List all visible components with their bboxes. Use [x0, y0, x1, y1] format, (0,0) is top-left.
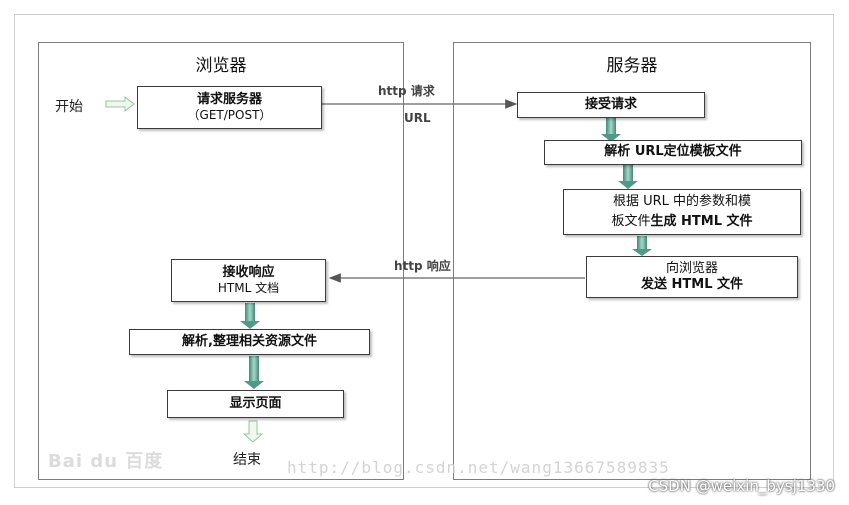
response-label: http 响应: [394, 259, 451, 273]
send-html-line1: 向浏览器: [665, 260, 718, 276]
receive-response-box: 接收响应 HTML 文档: [171, 259, 326, 302]
parse-url-box: 解析 URL定位模板文件: [544, 140, 802, 165]
server-title: 服务器: [606, 56, 658, 76]
accept-request-text: 接受请求: [584, 96, 637, 112]
display-page-text: 显示页面: [229, 395, 282, 411]
start-arrow: [105, 95, 135, 113]
csdn-credit: CSDN @weixin_bysj1330: [648, 477, 835, 495]
send-html-line2: 发送 HTML 文件: [640, 277, 744, 292]
end-label: 结束: [233, 452, 261, 468]
generate-html-box: 根据 URL 中的参数和模 板文件生成 HTML 文件: [563, 189, 801, 235]
accept-request-box: 接受请求: [517, 92, 705, 118]
flow-arrow-display-to-end: [242, 420, 264, 443]
display-page-box: 显示页面: [167, 390, 344, 418]
receive-response-title: 接收响应: [222, 264, 275, 280]
start-label: 开始: [55, 99, 83, 115]
parse-url-text: 解析 URL定位模板文件: [604, 144, 742, 160]
send-html-box: 向浏览器 发送 HTML 文件: [586, 256, 798, 298]
request-server-box: 请求服务器 （GET/POST）: [137, 86, 322, 129]
url-label: URL: [404, 111, 431, 125]
generate-html-line1: 根据 URL 中的参数和模: [612, 193, 752, 209]
parse-resources-box: 解析,整理相关资源文件: [129, 329, 370, 355]
parse-resources-text: 解析,整理相关资源文件: [182, 333, 317, 349]
browser-title: 浏览器: [195, 56, 247, 76]
flow-arrow-receive-to-parse: [240, 303, 260, 329]
request-method: （GET/POST）: [187, 108, 272, 123]
baidu-watermark: Bai du 百度: [48, 451, 164, 472]
request-server-title: 请求服务器: [196, 91, 262, 107]
receive-response-doc: HTML 文档: [217, 281, 280, 296]
generate-html-line2: 板文件生成 HTML 文件: [611, 210, 752, 230]
request-label: http 请求: [378, 84, 435, 98]
generate-html-line2-bold: 生成 HTML 文件: [650, 214, 753, 229]
flow-arrow-parse-to-display: [244, 356, 264, 389]
flow-arrow-accept-to-parse: [601, 118, 621, 142]
flow-arrow-generate-to-send: [632, 236, 652, 256]
generate-html-line2-normal: 板文件: [611, 214, 651, 229]
flow-arrow-parse-to-generate: [618, 165, 638, 189]
blog-url-watermark: http://blog.csdn.net/wang13667589835: [287, 458, 670, 477]
